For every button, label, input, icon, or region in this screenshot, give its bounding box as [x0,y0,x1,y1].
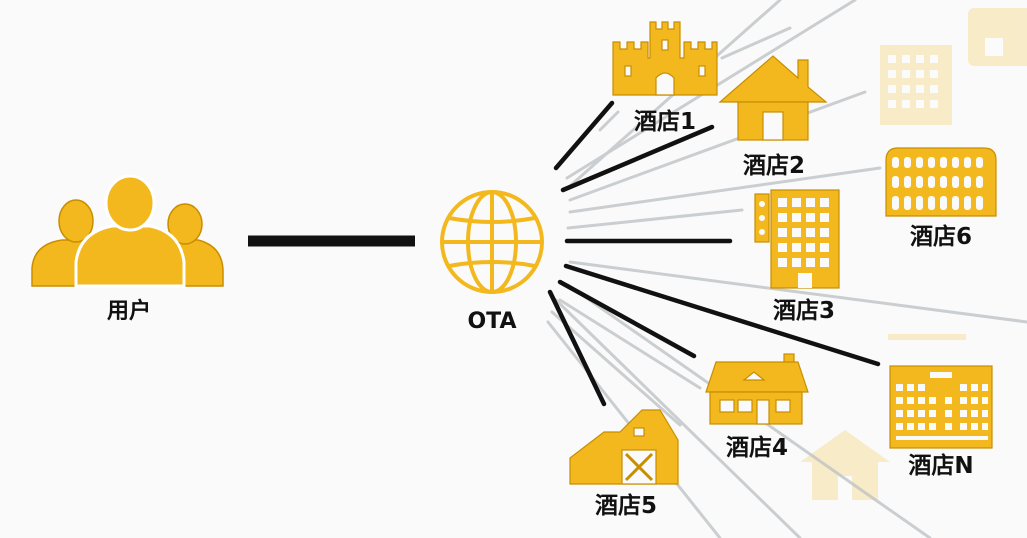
connector-line-hotel5 [547,289,607,407]
house-icon [718,55,828,141]
hotel5-label: 酒店5 [595,493,657,519]
ota-label: OTA [467,309,516,334]
hotel3-label: 酒店3 [773,298,835,324]
hotelN-label: 酒店N [908,453,973,479]
faded-connector-line [566,208,744,230]
cottage-icon [705,353,809,425]
faded-connector-line [550,310,682,427]
faded-connector-line [558,298,702,390]
hotel6-label: 酒店6 [910,224,972,250]
hotel4-label: 酒店4 [726,435,788,461]
faded-dotted-strip [888,334,966,340]
faded-connector-line [598,110,620,132]
dark-connector-lines [248,100,881,407]
faded-connector-line [568,90,867,202]
connector-line-hotel1 [553,100,615,171]
connector-line-hotelN [563,263,881,367]
hotel2-label: 酒店2 [743,153,805,179]
faded-background-decorations [800,8,1027,500]
faded-corner-building-icon [968,8,1027,66]
faded-small-house-icon [800,430,890,500]
globe-icon [440,190,544,294]
faded-connector-line [554,298,802,538]
tower-building-icon [754,189,840,289]
faded-building-icon [880,45,952,125]
barn-icon [569,409,679,485]
user-label: 用户 [107,298,151,324]
connector-line-hotel2 [560,124,715,193]
castle-icon [612,21,718,96]
connector-line-hotel4 [557,279,697,359]
users-group-icon [31,174,224,288]
apartment-building-icon [889,365,993,449]
faded-connector-line [720,26,792,60]
faded-connector-line [568,260,1027,324]
faded-connector-line [568,166,882,214]
hotel1-label: 酒店1 [634,109,696,135]
colosseum-icon [885,147,997,217]
